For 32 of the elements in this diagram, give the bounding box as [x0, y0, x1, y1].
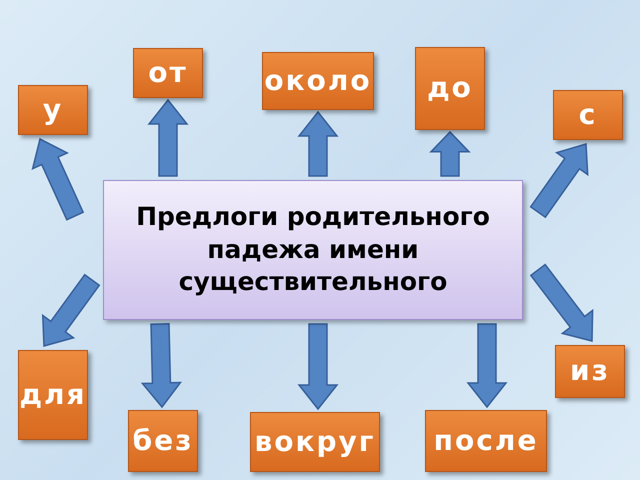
- word-card: [18, 85, 88, 135]
- block-arrow: [140, 323, 182, 408]
- preposition-text: для: [19, 380, 87, 410]
- preposition-text: вокруг: [254, 426, 376, 458]
- block-arrow: [32, 138, 84, 221]
- block-arrow: [297, 110, 339, 177]
- title-box: [103, 180, 523, 320]
- word-card: [415, 47, 485, 130]
- preposition-text: с: [578, 100, 598, 130]
- preposition-text: из: [570, 356, 610, 387]
- word-card: [128, 410, 198, 472]
- word-card: [133, 48, 203, 98]
- preposition-text: около: [264, 66, 372, 96]
- preposition-text: после: [434, 426, 538, 456]
- block-arrow: [297, 323, 339, 410]
- preposition-text: без: [132, 426, 194, 456]
- block-arrow: [147, 98, 189, 177]
- word-card: [555, 345, 625, 398]
- preposition-text: от: [148, 58, 188, 88]
- word-card: [425, 410, 547, 472]
- preposition-text: у: [42, 94, 64, 126]
- block-arrow: [466, 323, 508, 408]
- word-card: [18, 350, 88, 440]
- word-card: [553, 90, 623, 140]
- preposition-text: до: [427, 73, 473, 104]
- block-arrow: [530, 143, 589, 218]
- block-arrow: [530, 264, 594, 342]
- block-arrow: [429, 130, 471, 177]
- word-card: [250, 412, 380, 472]
- word-card: [262, 52, 374, 110]
- block-arrow: [42, 274, 100, 347]
- heading-text: Предлоги родительного падежа имени существительного: [135, 201, 491, 298]
